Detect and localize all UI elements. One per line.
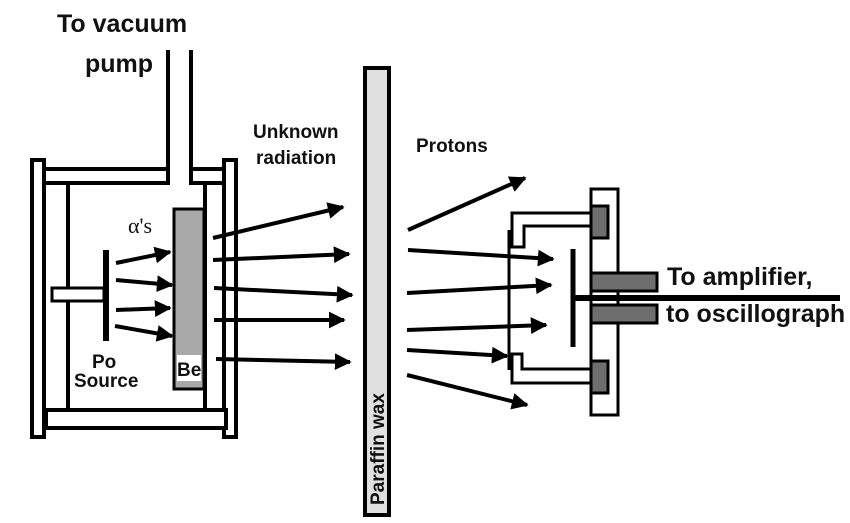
unknown-radiation-label-line1: Unknown xyxy=(253,122,339,143)
bottom-flange xyxy=(44,408,228,430)
paraffin-wax-slab xyxy=(363,66,391,517)
amplifier-label-line1: To amplifier, xyxy=(667,263,812,291)
chamber-outer-right-wall xyxy=(222,158,238,439)
proton-arrow xyxy=(406,346,509,364)
alpha-particle-arrows xyxy=(114,246,174,342)
amplifier-label-line2: to oscillograph xyxy=(666,300,845,328)
insulator-bottom xyxy=(589,359,610,395)
alpha-arrow xyxy=(115,275,174,293)
radiation-arrow xyxy=(215,353,352,371)
vacuum-pump-label-line1: To vacuum xyxy=(57,10,187,38)
proton-arrows xyxy=(406,176,555,410)
radiation-arrow xyxy=(213,285,354,303)
proton-arrow xyxy=(407,248,555,267)
polonium-source xyxy=(50,250,109,341)
be-label: Be xyxy=(177,360,201,381)
unknown-radiation-label-line2: radiation xyxy=(256,148,336,169)
top-flange-left xyxy=(42,167,170,185)
po-source-label-line1: Po xyxy=(92,352,116,373)
alpha-arrow xyxy=(115,300,172,317)
proton-arrow xyxy=(406,373,529,410)
alpha-arrow xyxy=(114,324,174,342)
insulator-top xyxy=(589,204,610,240)
protons-label: Protons xyxy=(416,136,488,157)
alpha-arrow xyxy=(115,246,172,265)
vacuum-pump-label-line2: pump xyxy=(85,50,153,78)
radiation-arrow xyxy=(212,246,351,264)
source-holder-rod xyxy=(50,286,106,303)
unknown-radiation-arrows xyxy=(212,202,354,371)
insulator-upper-feed xyxy=(589,271,659,293)
beryllium-target xyxy=(172,207,206,391)
po-source-label-line2: Source xyxy=(74,371,138,392)
beryllium-label-box xyxy=(177,355,201,381)
paraffin-block xyxy=(363,66,391,517)
radiation-arrow xyxy=(212,202,345,240)
insulator-lower-feed xyxy=(589,303,659,325)
proton-arrow xyxy=(407,176,527,232)
detector-top-arm xyxy=(510,211,594,249)
chamber-outer-left-wall xyxy=(30,158,46,439)
proton-arrow xyxy=(406,277,553,295)
proton-arrow xyxy=(406,317,548,334)
paraffin-wax-label: Paraffin wax xyxy=(368,393,389,505)
alphas-label: α's xyxy=(128,213,152,238)
top-flange-right xyxy=(189,167,226,185)
ionization-chamber xyxy=(507,187,840,417)
detector-bottom-arm xyxy=(510,352,594,385)
